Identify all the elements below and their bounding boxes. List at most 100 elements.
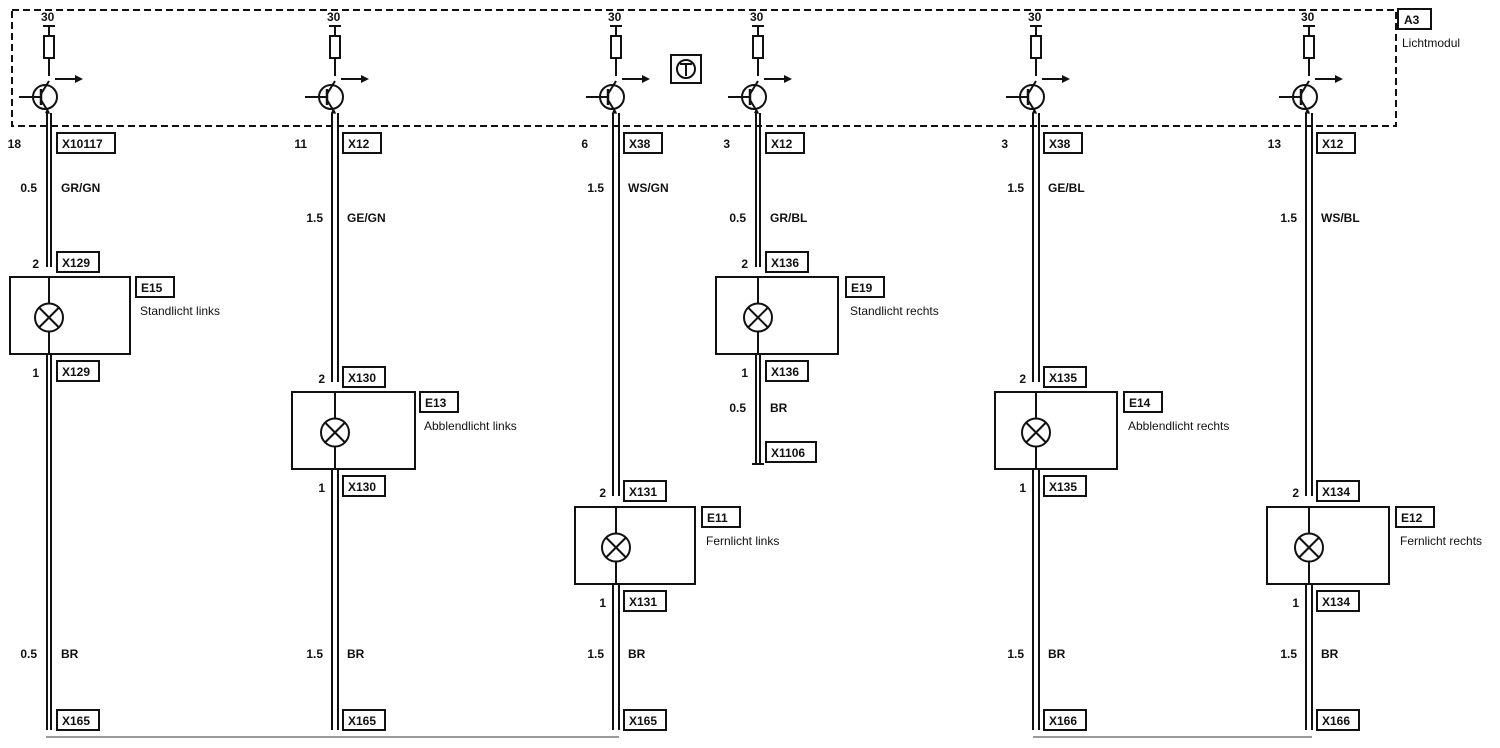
lamp-name: Standlicht rechts	[850, 304, 939, 318]
top-connector: X12	[1322, 137, 1344, 151]
lamp-in-pin: 2	[741, 257, 748, 271]
ground-connector: X165	[348, 714, 376, 728]
lamp-out-connector-box	[1316, 590, 1360, 612]
output-arrow-icon	[341, 75, 369, 83]
resistor-icon	[1303, 25, 1315, 76]
supply-label: 30	[1301, 10, 1315, 24]
wire1-size: 1.5	[587, 181, 604, 195]
lamp-id-box	[845, 276, 885, 298]
lamp-in-connector-box	[1316, 480, 1360, 502]
top-connector: X12	[771, 137, 793, 151]
ground-connector-box	[765, 441, 817, 463]
output-arrow-icon	[55, 75, 83, 83]
lamp-in-connector: X129	[62, 256, 90, 270]
lamp-out-connector: X136	[771, 365, 799, 379]
lamp-housing	[1266, 506, 1390, 585]
lamp-out-connector: X134	[1322, 595, 1350, 609]
supply-label: 30	[608, 10, 622, 24]
lamp-out-connector-box	[56, 360, 100, 382]
lamp-in-pin: 2	[32, 257, 39, 271]
module-name: Lichtmodul	[1402, 36, 1460, 50]
wire1-size: 1.5	[1007, 181, 1024, 195]
wire2-size: 0.5	[20, 647, 37, 661]
lamp-id-box	[1123, 391, 1163, 413]
lamp-out-pin: 1	[741, 366, 748, 380]
wire1-size: 1.5	[1280, 211, 1297, 225]
supply-label: 30	[327, 10, 341, 24]
lamp-housing	[9, 276, 131, 355]
wire2-size: 1.5	[1280, 647, 1297, 661]
resistor-icon	[329, 25, 341, 76]
ground-connector-box	[1043, 709, 1087, 731]
top-connector-box	[56, 132, 116, 154]
supply-label: 30	[41, 10, 55, 24]
transistor-icon	[728, 80, 767, 114]
module-id-box	[1397, 8, 1432, 30]
module-boundary	[11, 9, 1397, 127]
ground-connector-box	[1316, 709, 1360, 731]
top-connector: X10117	[62, 137, 103, 151]
lamp-name: Abblendlicht links	[424, 419, 517, 433]
lamp-icon	[1021, 417, 1051, 448]
top-connector-box	[765, 132, 805, 154]
lamp-id: E11	[707, 511, 728, 525]
wire2-color: BR	[628, 647, 646, 661]
ground-connector: X1106	[771, 446, 805, 460]
top-connector-box	[1043, 132, 1083, 154]
lamp-icon	[601, 532, 631, 563]
top-pin: 3	[723, 137, 730, 151]
lamp-in-connector-box	[623, 480, 667, 502]
ground-connector-box	[623, 709, 667, 731]
lamp-name: Standlicht links	[140, 304, 220, 318]
wire1-color: WS/GN	[628, 181, 669, 195]
wire2-size: 1.5	[587, 647, 604, 661]
output-arrow-icon	[1315, 75, 1343, 83]
lamp-in-pin: 2	[599, 486, 606, 500]
wire2-color: BR	[1321, 647, 1339, 661]
lamp-in-connector: X136	[771, 256, 799, 270]
top-pin: 18	[8, 137, 22, 151]
wire1-color: WS/BL	[1321, 211, 1360, 225]
wire2-color: BR	[770, 401, 788, 415]
transistor-icon	[586, 80, 625, 114]
lamp-id: E13	[425, 396, 447, 410]
lamp-id-box	[135, 276, 175, 298]
top-pin: 11	[294, 137, 307, 151]
wire1-color: GE/GN	[347, 211, 386, 225]
lamp-in-pin: 2	[318, 372, 325, 386]
lamp-out-connector-box	[623, 590, 667, 612]
resistor-icon	[1030, 25, 1042, 76]
lamp-out-connector-box	[1043, 475, 1087, 497]
wire2-size: 0.5	[729, 401, 746, 415]
lamp-out-connector: X129	[62, 365, 90, 379]
wire1-color: GR/GN	[61, 181, 100, 195]
wire2-color: BR	[61, 647, 79, 661]
supply-label: 30	[750, 10, 764, 24]
lamp-in-connector: X130	[348, 371, 376, 385]
ground-connector-box	[56, 709, 100, 731]
top-pin: 3	[1001, 137, 1008, 151]
transistor-icon	[19, 80, 58, 114]
lamp-in-connector-box	[765, 251, 809, 273]
lamp-id: E15	[141, 281, 163, 295]
lamp-in-connector-box	[56, 251, 100, 273]
ground-connector: X166	[1322, 714, 1350, 728]
wire2-color: BR	[347, 647, 365, 661]
output-arrow-icon	[1042, 75, 1070, 83]
lamp-name: Fernlicht rechts	[1400, 534, 1482, 548]
wire1-size: 0.5	[20, 181, 37, 195]
ground-connector: X165	[62, 714, 90, 728]
ground-connector: X166	[1049, 714, 1077, 728]
lamp-out-connector: X130	[348, 480, 376, 494]
lamp-out-pin: 1	[318, 481, 325, 495]
lamp-out-connector: X131	[629, 595, 657, 609]
top-connector: X38	[629, 137, 651, 151]
lamp-in-pin: 2	[1019, 372, 1026, 386]
lamp-housing	[994, 391, 1118, 470]
transistor-icon	[1279, 80, 1318, 114]
